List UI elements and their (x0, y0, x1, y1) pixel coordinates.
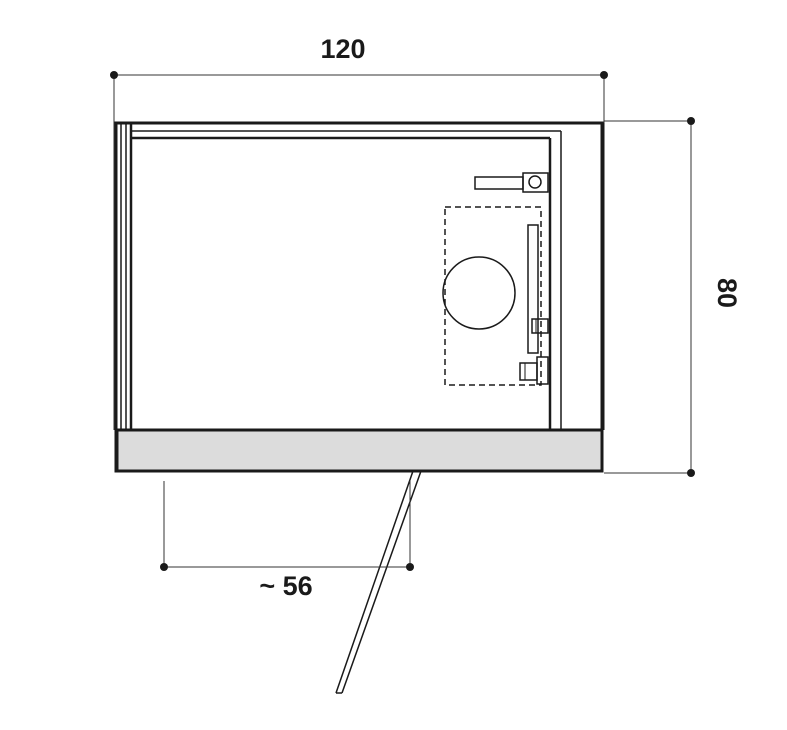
width-label: 120 (320, 34, 365, 64)
fitting-upper (531, 318, 549, 334)
fitting-lower-body (536, 356, 549, 385)
round-bowl (442, 256, 516, 330)
depth-label: 80 (712, 278, 742, 308)
wall-fixtures (442, 172, 549, 386)
dashed-area (444, 206, 542, 386)
tap-body (522, 172, 549, 193)
fitting-lower (519, 362, 538, 381)
cabinet-outline (114, 121, 605, 473)
tap-handle (474, 176, 524, 190)
tap-knob (528, 175, 542, 189)
depth-dimension: 80 (604, 117, 742, 477)
wall-panel (527, 224, 539, 354)
width-dimension: 120 (110, 34, 608, 430)
door-dimension: ~ 56 (160, 481, 414, 601)
outer-wall (114, 121, 604, 473)
door-label: ~ 56 (259, 571, 312, 601)
door-leaf (335, 470, 422, 694)
front-counter (115, 428, 604, 473)
